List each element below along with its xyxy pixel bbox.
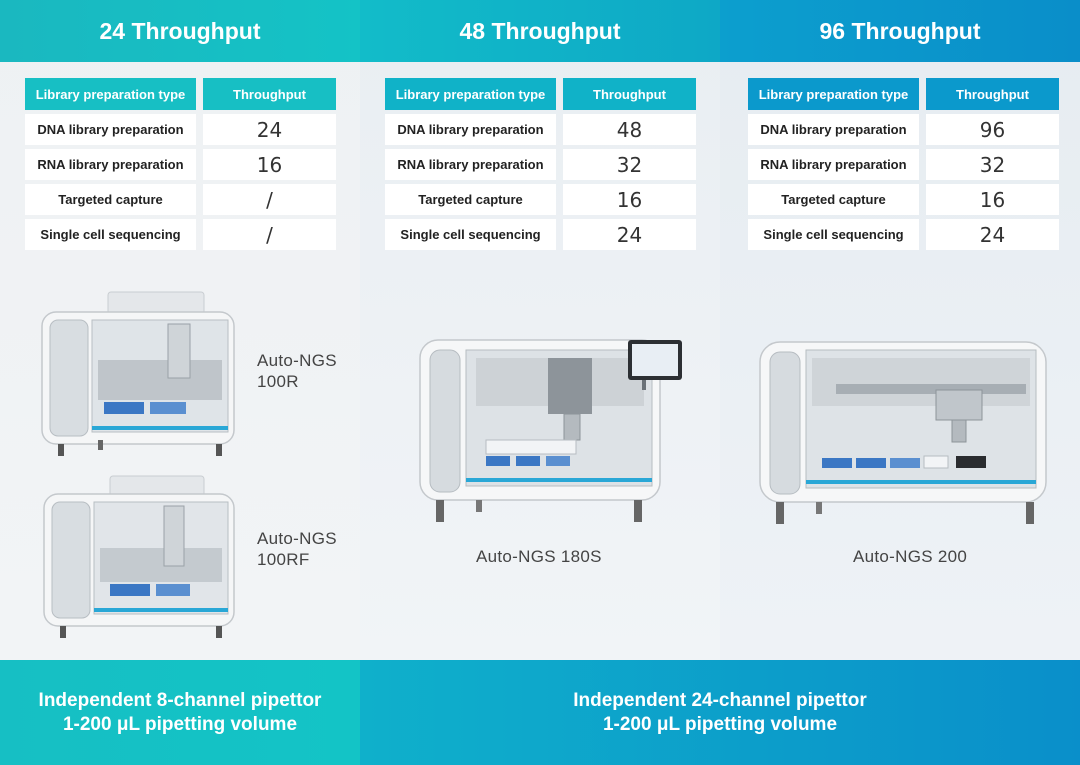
header-library-type: Library preparation type [748, 78, 919, 110]
model-label-100r: Auto-NGS 100R [257, 350, 337, 392]
row-type: Targeted capture [748, 184, 919, 215]
table-row: DNA library preparation 24 [25, 114, 336, 145]
table-row: Single cell sequencing / [25, 219, 336, 250]
row-type: Targeted capture [25, 184, 196, 215]
table-row: Single cell sequencing 24 [748, 219, 1059, 250]
row-value: / [203, 184, 336, 215]
row-type: RNA library preparation [25, 149, 196, 180]
footer-24-channel: Independent 24-channel pipettor 1-200 μL… [360, 660, 1080, 765]
column-title: 48 Throughput [360, 0, 720, 62]
row-value: 24 [203, 114, 336, 145]
row-type: Targeted capture [385, 184, 556, 215]
row-value: / [203, 219, 336, 250]
model-name-line1: Auto-NGS [257, 529, 337, 548]
table-row: RNA library preparation 32 [748, 149, 1059, 180]
table-row: Targeted capture / [25, 184, 336, 215]
footer-line1: Independent 24-channel pipettor [573, 689, 867, 711]
throughput-table: Library preparation type Throughput DNA … [25, 78, 336, 254]
table-row: RNA library preparation 16 [25, 149, 336, 180]
table-header-row: Library preparation type Throughput [25, 78, 336, 110]
column-title: 96 Throughput [720, 0, 1080, 62]
row-value: 32 [563, 149, 696, 180]
table-row: RNA library preparation 32 [385, 149, 696, 180]
footer-line2: 1-200 μL pipetting volume [62, 713, 298, 735]
column-title: 24 Throughput [0, 0, 360, 62]
table-row: Targeted capture 16 [748, 184, 1059, 215]
footer-8-channel: Independent 8-channel pipettor 1-200 μL … [0, 660, 360, 765]
row-type: DNA library preparation [748, 114, 919, 145]
column-24-throughput: 24 Throughput Library preparation type T… [0, 0, 360, 660]
column-48-throughput: 48 Throughput Library preparation type T… [360, 0, 720, 660]
model-label-180s: Auto-NGS 180S [476, 547, 602, 566]
table-header-row: Library preparation type Throughput [385, 78, 696, 110]
row-type: RNA library preparation [748, 149, 919, 180]
row-value: 16 [203, 149, 336, 180]
row-type: Single cell sequencing [25, 219, 196, 250]
model-name-line2: 100R [257, 372, 299, 391]
row-value: 32 [926, 149, 1059, 180]
row-value: 24 [563, 219, 696, 250]
model-label-200: Auto-NGS 200 [853, 547, 968, 566]
instrument-200-image [759, 341, 1047, 524]
table-row: Targeted capture 16 [385, 184, 696, 215]
header-library-type: Library preparation type [385, 78, 556, 110]
row-value: 16 [563, 184, 696, 215]
instrument-100r-image [41, 291, 235, 456]
footer-line2: 1-200 μL pipetting volume [602, 713, 838, 735]
header-library-type: Library preparation type [25, 78, 196, 110]
row-value: 16 [926, 184, 1059, 215]
row-value: 48 [563, 114, 696, 145]
header-throughput: Throughput [203, 78, 336, 110]
table-row: DNA library preparation 48 [385, 114, 696, 145]
model-label-100rf: Auto-NGS 100RF [257, 528, 337, 570]
row-value: 24 [926, 219, 1059, 250]
table-row: Single cell sequencing 24 [385, 219, 696, 250]
row-value: 96 [926, 114, 1059, 145]
column-96-throughput: 96 Throughput Library preparation type T… [720, 0, 1080, 660]
row-type: Single cell sequencing [748, 219, 919, 250]
row-type: Single cell sequencing [385, 219, 556, 250]
header-throughput: Throughput [926, 78, 1059, 110]
instrument-100rf-image [43, 475, 235, 638]
table-row: DNA library preparation 96 [748, 114, 1059, 145]
instrument-180s-image [419, 339, 682, 522]
model-name-line2: 100RF [257, 550, 310, 569]
table-header-row: Library preparation type Throughput [748, 78, 1059, 110]
throughput-table: Library preparation type Throughput DNA … [748, 78, 1059, 254]
footer-line1: Independent 8-channel pipettor [38, 689, 322, 711]
header-throughput: Throughput [563, 78, 696, 110]
row-type: RNA library preparation [385, 149, 556, 180]
throughput-table: Library preparation type Throughput DNA … [385, 78, 696, 254]
row-type: DNA library preparation [25, 114, 196, 145]
model-name-line1: Auto-NGS [257, 351, 337, 370]
row-type: DNA library preparation [385, 114, 556, 145]
